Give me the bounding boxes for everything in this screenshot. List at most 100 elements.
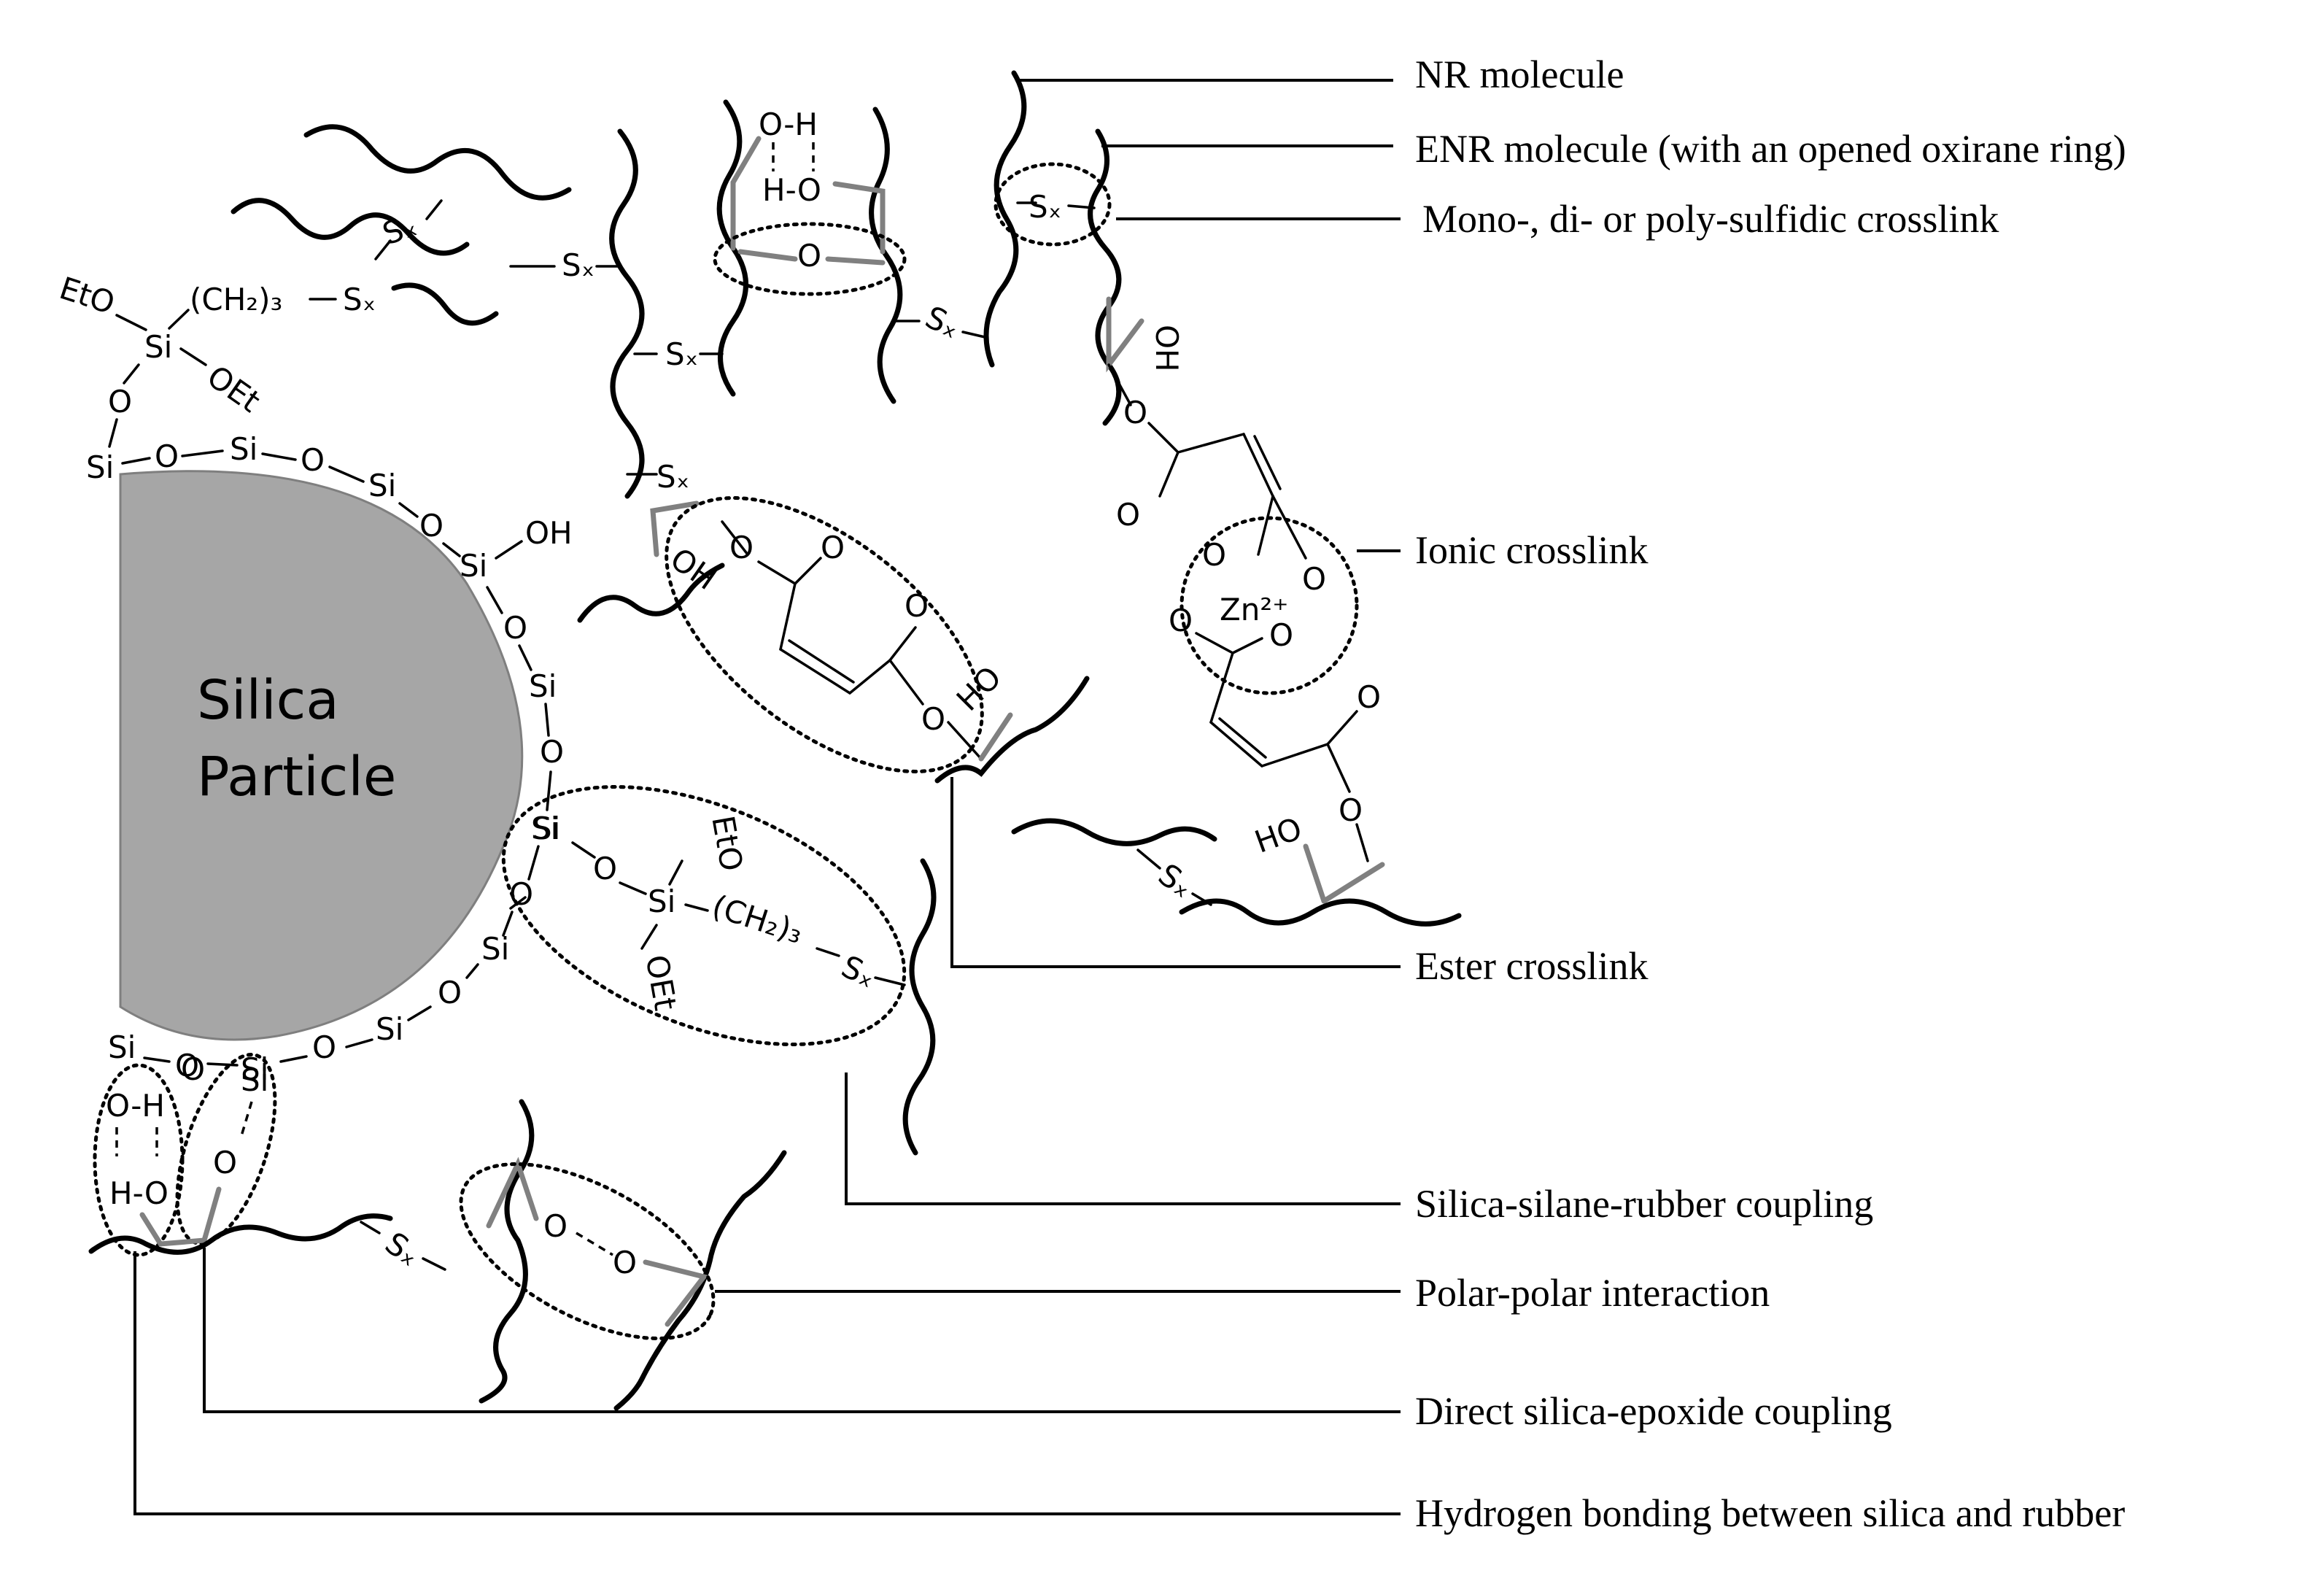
o-atom: O [503, 610, 527, 646]
o-atom: O [1123, 395, 1147, 430]
enr-chain [934, 676, 1090, 784]
o-atom: O [181, 1051, 205, 1087]
o-atom: O [613, 1245, 637, 1280]
legend-direct-silica-epoxide: Direct silica-epoxide coupling [1415, 1389, 1892, 1433]
h-o-group: H-O [762, 172, 821, 208]
si-atom: Si [529, 668, 557, 704]
enr-chain [88, 1213, 393, 1255]
o-atom: O [1302, 561, 1326, 597]
o-atom: O [213, 1145, 237, 1180]
leader-direct [203, 1248, 1401, 1413]
enr-chain [869, 107, 903, 404]
oh-h-group: O-H [759, 107, 818, 142]
o-atom: O [438, 975, 462, 1010]
o-atom: O [155, 438, 179, 474]
si-atom: Si [648, 884, 675, 919]
legend-hydrogen-bonding: Hydrogen bonding between silica and rubb… [1415, 1491, 2125, 1535]
nr-chain [902, 858, 937, 1156]
o-atom: O [1357, 679, 1381, 715]
silica-particle-label-line1: Silica [197, 669, 339, 732]
nr-chain [1011, 818, 1217, 846]
o-atom: O [301, 442, 325, 478]
leader-silica-silane [845, 1072, 1401, 1205]
oh-group: OH [525, 515, 573, 551]
o-atom: O [543, 1208, 568, 1244]
leader-hbond [133, 1251, 1401, 1515]
ch2-3-group: (CH₂)₃ [190, 282, 282, 317]
sx-group: Sₓ [379, 1225, 426, 1273]
o-atom: O [1339, 792, 1363, 828]
ester-crosslink-ellipse [665, 496, 984, 773]
ho-group: HO [1250, 811, 1307, 860]
oet-group: OEt [201, 358, 266, 420]
o-atom: O [419, 508, 444, 544]
si-atom: Si [241, 1062, 268, 1098]
oxirane-polar-ellipse [713, 222, 907, 296]
sx-group: Sₓ [343, 282, 376, 317]
leader-ester [950, 777, 1401, 968]
o-atom: O [108, 384, 132, 420]
nr-molecule [983, 70, 1027, 368]
sx-group: Sₓ [562, 247, 594, 283]
ionic-crosslink-circle [1180, 516, 1359, 695]
enr-chain [1179, 898, 1462, 927]
si-atom: Si [460, 548, 487, 584]
o-atom: O [1202, 537, 1226, 573]
nr-chain [303, 124, 572, 201]
sx-group: Sₓ [1152, 857, 1199, 905]
nr-chain [231, 198, 470, 256]
sx-group: Sₓ [665, 336, 698, 372]
oh-h-group: O-H [106, 1088, 165, 1124]
sx-group: Sₓ [656, 459, 689, 495]
polar-polar-ellipse [459, 1162, 716, 1340]
ch2-3-group: (CH₂)₃ [708, 888, 807, 951]
o-atom: O [175, 1048, 199, 1083]
si-atom: Si [376, 1011, 403, 1047]
sx-group: Sₓ [836, 948, 881, 995]
enr-chain [479, 1099, 535, 1404]
legend-enr-molecule: ENR molecule (with an opened oxirane rin… [1415, 127, 2126, 171]
legend-polar-polar: Polar-polar interaction [1415, 1271, 1770, 1315]
o-atom: O [540, 734, 564, 770]
sx-group: Sₓ [1029, 189, 1061, 225]
legend-silica-silane-rubber: Silica-silane-rubber coupling [1415, 1182, 1873, 1226]
legend-ionic-crosslink: Ionic crosslink [1415, 528, 1648, 572]
o-atom: O [1269, 617, 1293, 653]
zn-ion: Zn²⁺ [1220, 592, 1288, 627]
o-atom: O [312, 1029, 336, 1065]
nr-chain [609, 128, 645, 499]
o-atom: O [797, 238, 821, 274]
si-atom: Si [144, 329, 172, 365]
legend-sulfidic-crosslink: Mono-, di- or poly-sulfidic crosslink [1422, 197, 1999, 241]
o-atom: O [729, 530, 754, 565]
o-atom: O [905, 588, 929, 624]
eto-group: EtO [705, 813, 749, 873]
h-o-group: H-O [109, 1175, 169, 1211]
o-atom: O [921, 701, 945, 737]
oh-group: OH [664, 541, 723, 597]
o-atom: O [593, 851, 617, 886]
si-atom: Si [241, 1051, 268, 1087]
si-atom: Si [531, 811, 559, 846]
ho-group: OH [1149, 325, 1185, 372]
sx-group: Sₓ [920, 299, 965, 346]
legend-ester-crosslink: Ester crosslink [1415, 944, 1648, 988]
legend-nr-molecule: NR molecule [1415, 53, 1624, 96]
enr-chain [577, 563, 725, 623]
eto-group: EtO [55, 270, 119, 321]
nr-chain [391, 282, 499, 326]
si-atom: Si [368, 468, 396, 503]
o-atom: O [1169, 603, 1193, 638]
oet-group: OEt [639, 952, 683, 1013]
si-atom: Si [86, 449, 114, 485]
silica-particle-label-line2: Particle [197, 746, 396, 808]
si-atom: Si [108, 1029, 136, 1065]
si-atom: Si [532, 811, 560, 846]
si-atom: Si [230, 431, 257, 467]
si-atom: Si [481, 931, 509, 967]
o-atom: O [821, 530, 845, 565]
o-atom: O [1116, 497, 1140, 533]
enr-chain [613, 1150, 787, 1411]
silica-silane-rubber-ellipse [501, 785, 907, 1046]
